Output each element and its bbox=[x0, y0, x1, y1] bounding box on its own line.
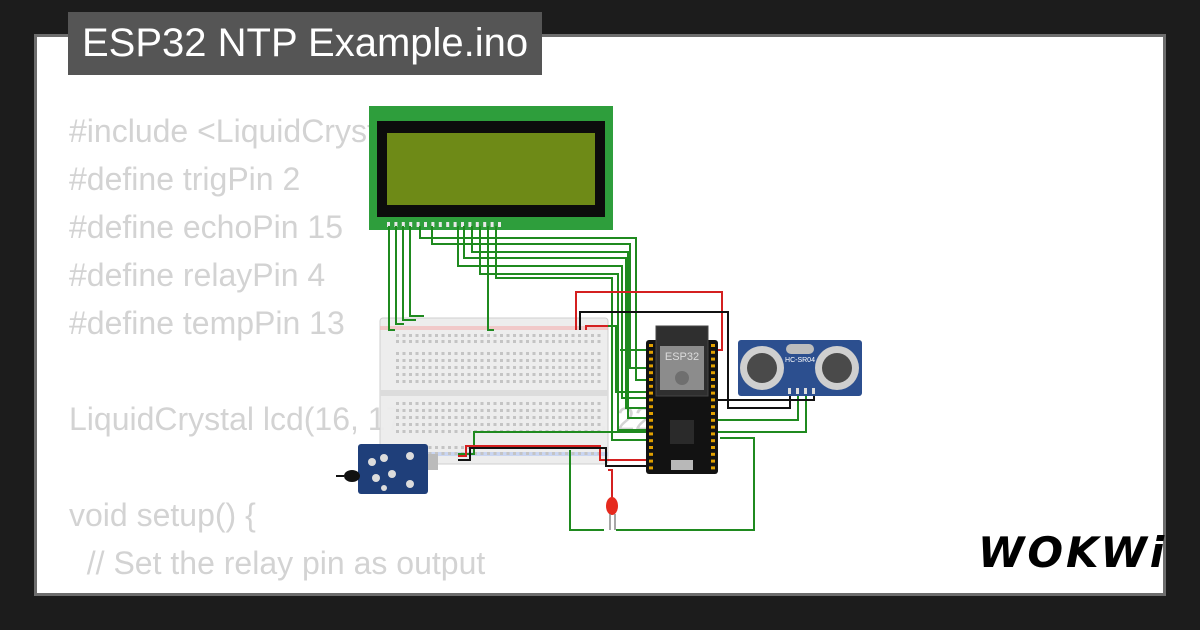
code-line: // Set the relay pin as output bbox=[69, 545, 486, 581]
breadboard bbox=[379, 317, 609, 465]
code-line: #define trigPin 2 bbox=[69, 161, 301, 197]
temperature-sensor bbox=[336, 444, 438, 494]
lcd-display bbox=[369, 106, 613, 230]
ultrasonic-sensor: HC-SR04 bbox=[738, 340, 862, 396]
led bbox=[606, 497, 618, 530]
project-title: ESP32 NTP Example.ino bbox=[68, 12, 543, 75]
code-line: void setup() { bbox=[69, 497, 256, 533]
wires bbox=[388, 226, 815, 531]
code-background: #include <LiquidCrystal.h>#define trigPi… bbox=[69, 107, 672, 593]
code-line: #define tempPin 13 bbox=[69, 305, 345, 341]
esp32-label: ESP32 bbox=[665, 351, 699, 363]
wokwi-logo: WOKWi bbox=[978, 528, 1168, 577]
esp32-board: ESP32 bbox=[646, 325, 718, 474]
sensor-label: HC-SR04 bbox=[785, 357, 815, 364]
code-line: #define echoPin 15 bbox=[69, 209, 343, 245]
code-line: #define relayPin 4 bbox=[69, 257, 326, 293]
